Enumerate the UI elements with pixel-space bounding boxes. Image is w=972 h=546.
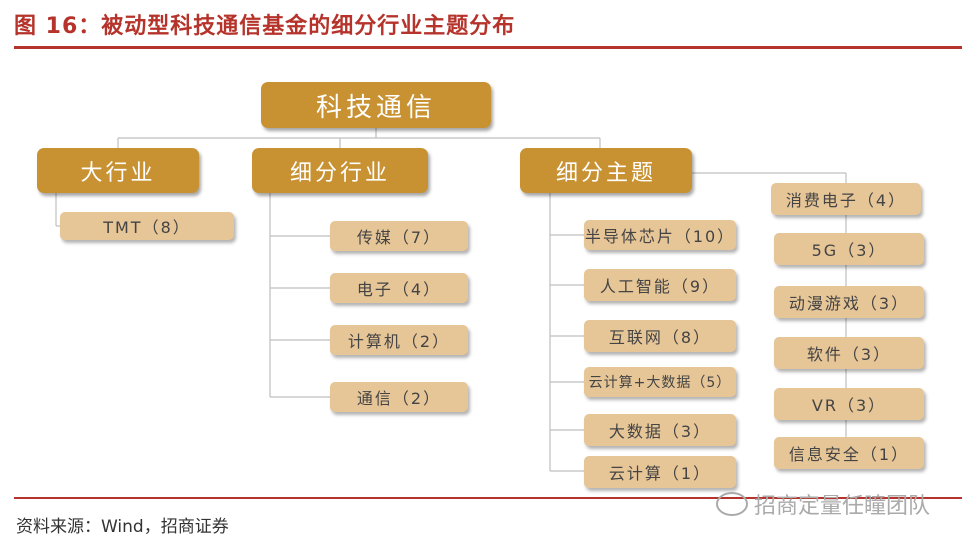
node-theme: 细分主题 [520, 148, 692, 193]
figure-title: 图 16：被动型科技通信基金的细分行业主题分布 [14, 14, 516, 39]
leaf-sub-industry: 计算机（2） [330, 325, 468, 355]
leaf-sub-industry: 传媒（7） [330, 221, 468, 251]
node-sub-industry: 细分行业 [252, 148, 428, 193]
leaf-theme-col2: VR（3） [774, 388, 924, 420]
footer-rule [14, 497, 962, 499]
leaf-theme-col2: 消费电子（4） [771, 183, 921, 215]
leaf-sub-industry: 通信（2） [330, 382, 468, 412]
watermark-text: 招商定量任瞳团队 [754, 494, 931, 519]
root-node: 科技通信 [261, 82, 491, 128]
wechat-icon [716, 492, 748, 516]
leaf-theme-col1: 云计算+大数据（5） [584, 367, 736, 397]
title-rule [14, 46, 962, 49]
leaf-theme-col2: 动漫游戏（3） [774, 286, 924, 318]
leaf-theme-col1: 互联网（8） [584, 320, 736, 352]
leaf-theme-col1: 大数据（3） [584, 414, 736, 446]
leaf-theme-col2: 软件（3） [774, 337, 924, 369]
leaf-theme-col1: 人工智能（9） [584, 269, 736, 301]
watermark: 招商定量任瞳团队 [716, 488, 930, 520]
node-industry: 大行业 [37, 148, 199, 193]
leaf-theme-col2: 5G（3） [774, 233, 924, 265]
leaf-theme-col1: 云计算（1） [584, 456, 736, 488]
leaf-theme-col2: 信息安全（1） [774, 437, 924, 469]
source-note: 资料来源：Wind，招商证券 [16, 517, 229, 537]
leaf-theme-col1: 半导体芯片（10） [584, 220, 736, 250]
leaf-sub-industry: 电子（4） [330, 273, 468, 303]
leaf-industry-tmt: TMT（8） [60, 212, 234, 240]
